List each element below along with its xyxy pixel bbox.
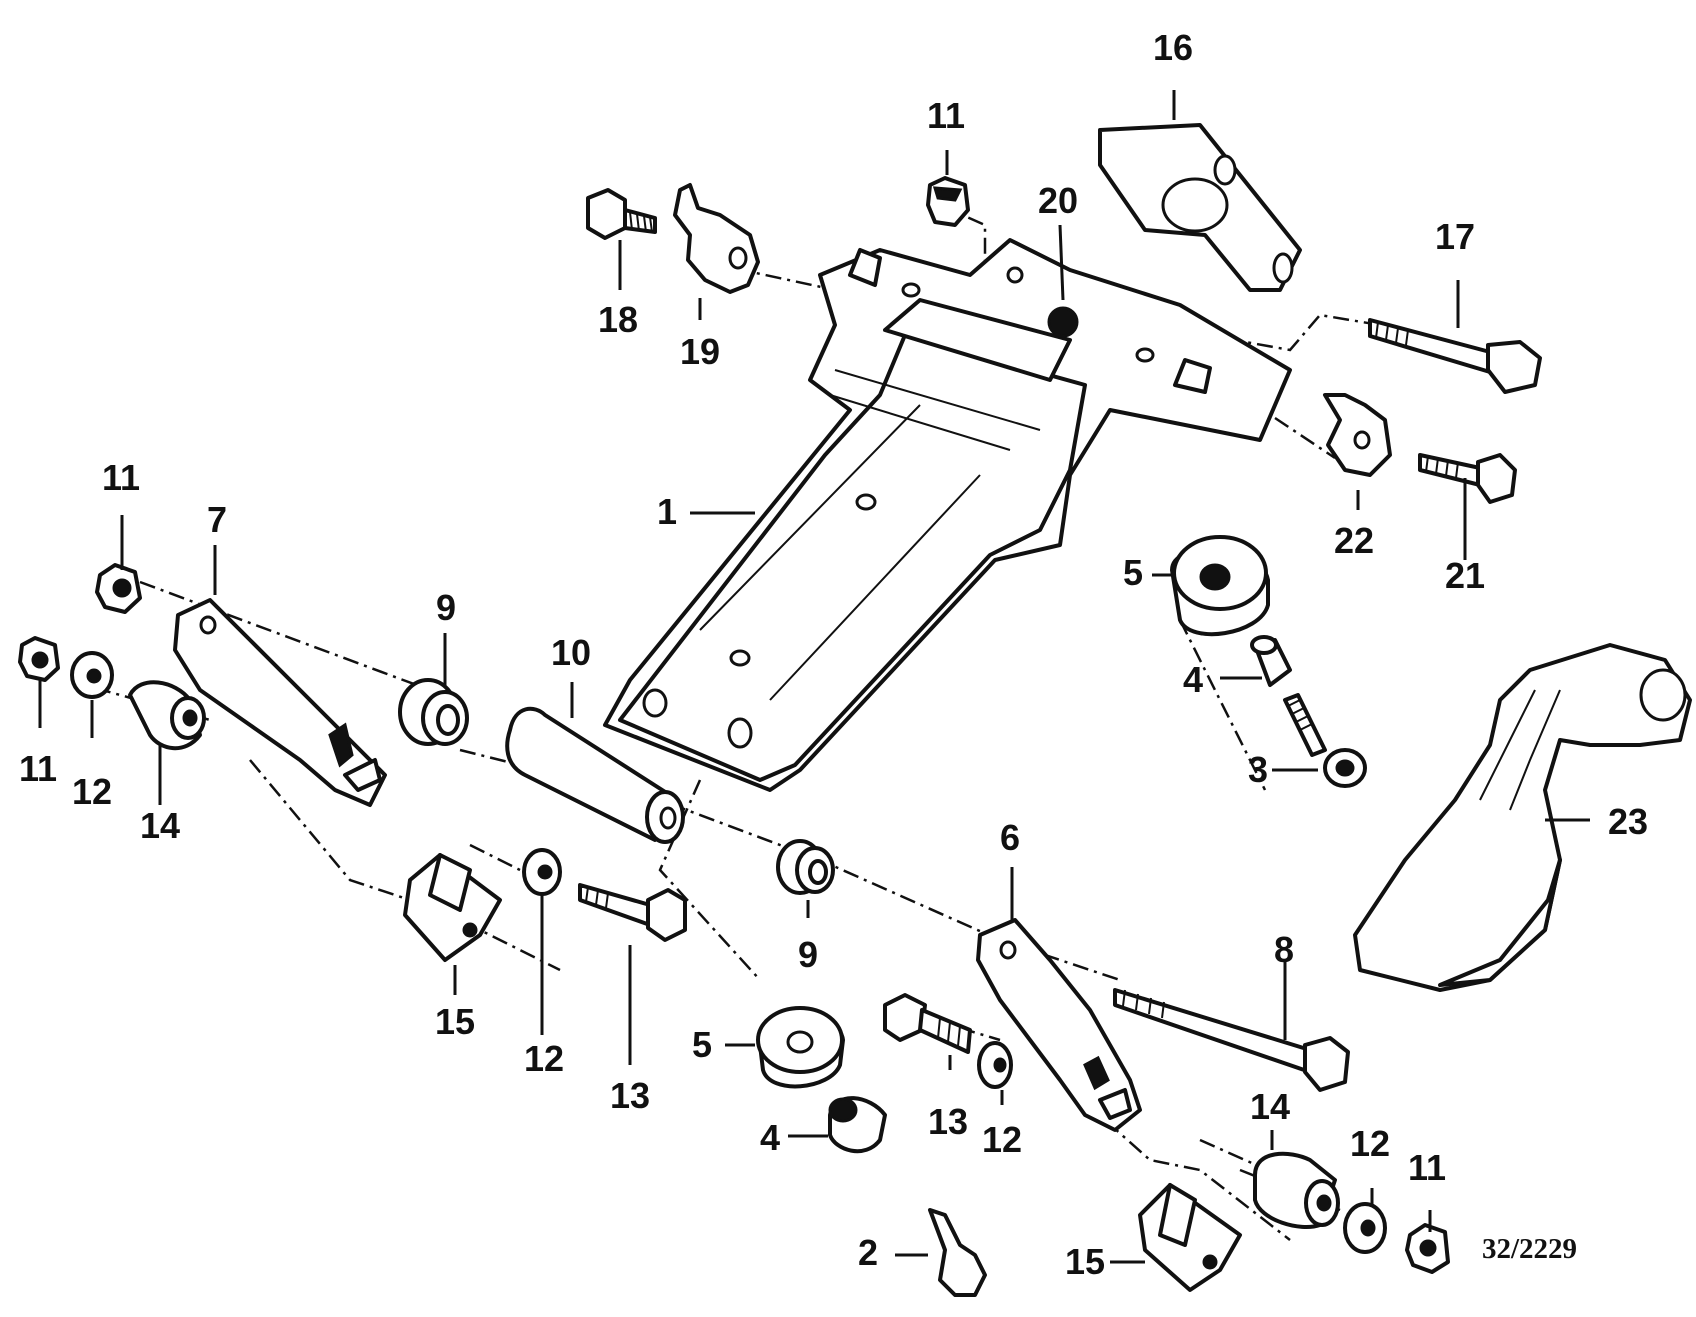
- callout-6: 6: [999, 817, 1021, 858]
- bushing-part-14-right: [1253, 1151, 1340, 1230]
- bracket-part-1: [603, 238, 1292, 792]
- callout-9-lower: 9: [797, 934, 819, 975]
- callout-12-right-upper: 12: [981, 1119, 1023, 1160]
- lever-part-6: [976, 918, 1142, 1132]
- callout-13-center: 13: [609, 1075, 651, 1116]
- callout-13-right: 13: [927, 1101, 969, 1142]
- clamp-part-16: [1098, 123, 1302, 292]
- callout-14-right: 14: [1249, 1086, 1291, 1127]
- screw-part-3: [1283, 693, 1367, 788]
- callout-4-upper: 4: [1182, 659, 1204, 700]
- callout-2: 2: [857, 1232, 879, 1273]
- bolt-part-21: [1418, 453, 1517, 504]
- nut-part-11-top: [926, 176, 970, 227]
- callout-5-lower: 5: [691, 1024, 713, 1065]
- callout-1: 1: [656, 491, 678, 532]
- nut-part-11-lower-left: [18, 636, 60, 682]
- nut-part-11-upper-left: [95, 563, 142, 614]
- callout-14-left: 14: [139, 805, 181, 846]
- callout-5-upper: 5: [1122, 552, 1144, 593]
- spacer-part-20: [1047, 306, 1079, 338]
- bushing-part-14-left: [128, 680, 206, 751]
- spacer-part-9-center: [776, 839, 835, 895]
- lock-plate-part-19: [673, 183, 760, 294]
- callout-19: 19: [679, 331, 721, 372]
- callout-9-upper: 9: [435, 587, 457, 628]
- bolt-part-17: [1368, 318, 1542, 394]
- bolt-part-13-right: [883, 993, 972, 1054]
- bolt-part-18: [586, 188, 657, 240]
- callout-22: 22: [1333, 520, 1375, 561]
- nut-part-11-lower-right: [1405, 1223, 1450, 1274]
- lock-plate-part-22: [1323, 393, 1392, 477]
- callout-11-upper-left: 11: [101, 457, 141, 498]
- block-part-15-right: [1138, 1183, 1242, 1292]
- callout-18: 18: [597, 299, 639, 340]
- pin-part-2: [928, 1208, 987, 1297]
- callout-12-right-lower: 12: [1349, 1123, 1391, 1164]
- callout-16: 16: [1152, 27, 1194, 68]
- washer-part-12-left: [70, 651, 114, 699]
- washer-part-12-right-upper: [977, 1041, 1013, 1089]
- callout-17: 17: [1434, 216, 1476, 257]
- callout-23: 23: [1607, 801, 1649, 842]
- callout-12-left: 12: [71, 771, 113, 812]
- diagram-reference-number: 32/2229: [1482, 1233, 1578, 1265]
- block-part-15-left: [403, 853, 502, 962]
- lever-part-7: [173, 598, 387, 807]
- callout-4-lower: 4: [759, 1117, 781, 1158]
- tube-part-10: [505, 706, 685, 844]
- spacer-part-9-left: [398, 678, 469, 746]
- callout-10: 10: [550, 632, 592, 673]
- bushing-part-5-right: [1170, 535, 1270, 637]
- sleeve-part-4-right: [1250, 635, 1292, 687]
- callout-8: 8: [1273, 929, 1295, 970]
- callout-20: 20: [1037, 180, 1079, 221]
- callout-leaders: [38, 90, 1590, 1264]
- pedal-part-23: [1353, 643, 1692, 992]
- callout-15-left: 15: [434, 1001, 476, 1042]
- washer-part-12-right-lower: [1343, 1202, 1387, 1254]
- callout-15-right: 15: [1064, 1241, 1106, 1282]
- bolt-part-8: [1113, 988, 1350, 1092]
- bolt-part-13-center: [578, 883, 687, 942]
- callout-11-top: 11: [926, 95, 966, 136]
- callout-7: 7: [206, 499, 228, 540]
- callout-21: 21: [1444, 555, 1486, 596]
- callout-11-lower-left: 11: [18, 748, 58, 789]
- callout-12-center: 12: [523, 1038, 565, 1079]
- bushing-part-5-left: [756, 1006, 845, 1089]
- washer-part-12-center: [522, 848, 562, 896]
- callout-3: 3: [1247, 749, 1269, 790]
- sleeve-part-4-left: [828, 1096, 887, 1154]
- callout-11-lower-right: 11: [1407, 1147, 1447, 1188]
